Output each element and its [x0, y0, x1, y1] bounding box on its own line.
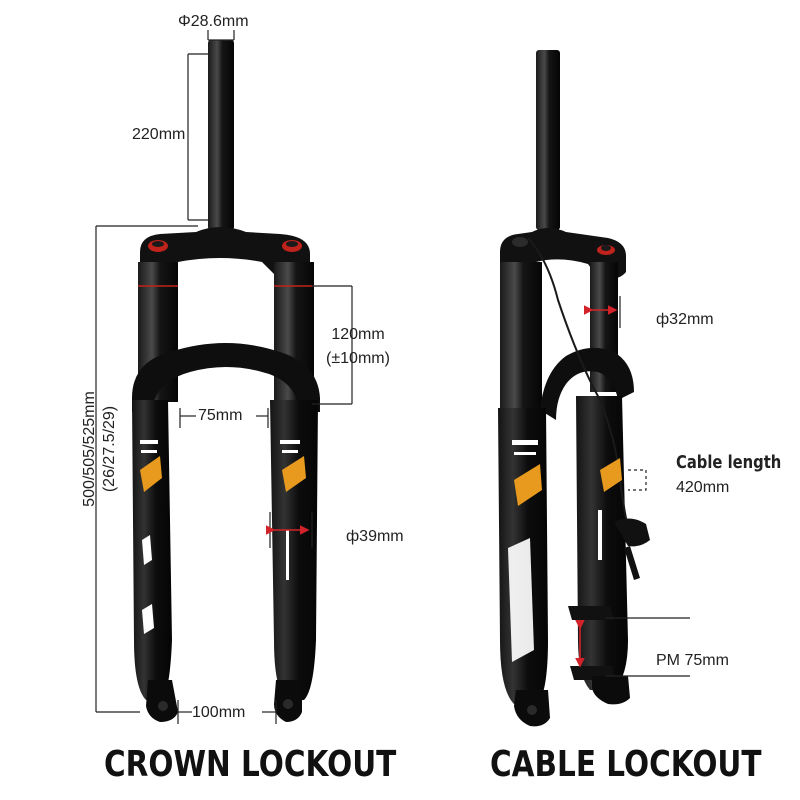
brake-mount-label: PM 75mm — [656, 652, 729, 669]
right-leg-decal — [280, 440, 306, 580]
steerer-length-label: 220mm — [132, 126, 186, 143]
left-steerer-tube — [208, 40, 234, 230]
cable-lockout-caption: CABLE LOCKOUT — [490, 744, 762, 785]
arch-width-label: 75mm — [198, 407, 243, 424]
left-arch — [132, 343, 320, 412]
wheel-size-label: (26/27.5/29) — [101, 405, 118, 493]
cable-length-value: 420mm — [676, 479, 730, 496]
remote-lockout-lever — [614, 518, 650, 580]
travel-label: 120mm — [331, 326, 385, 343]
left-crown — [140, 227, 310, 278]
left-leg-decal — [140, 440, 162, 634]
right-steerer-tube — [536, 50, 560, 230]
axle-spacing-label: 100mm — [192, 704, 246, 721]
left-fork — [132, 40, 320, 722]
brake-mount — [568, 606, 614, 620]
dimension-lines — [95, 30, 690, 724]
travel-tolerance-label: (±10mm) — [326, 350, 390, 367]
lower-diameter-label: ф39mm — [346, 528, 404, 545]
total-length-label: 500/505/525mm — [81, 391, 98, 507]
upper-diameter-label: ф32mm — [656, 311, 714, 328]
measurement-arrows — [266, 305, 618, 668]
lockout-cable — [527, 237, 629, 529]
steerer-diameter-label: Φ28.6mm — [178, 13, 249, 30]
right-arch — [540, 347, 634, 420]
right-fork — [498, 50, 650, 727]
cable-length-title: Cable length — [676, 452, 782, 473]
crown-lockout-caption: CROWN LOCKOUT — [104, 744, 397, 785]
